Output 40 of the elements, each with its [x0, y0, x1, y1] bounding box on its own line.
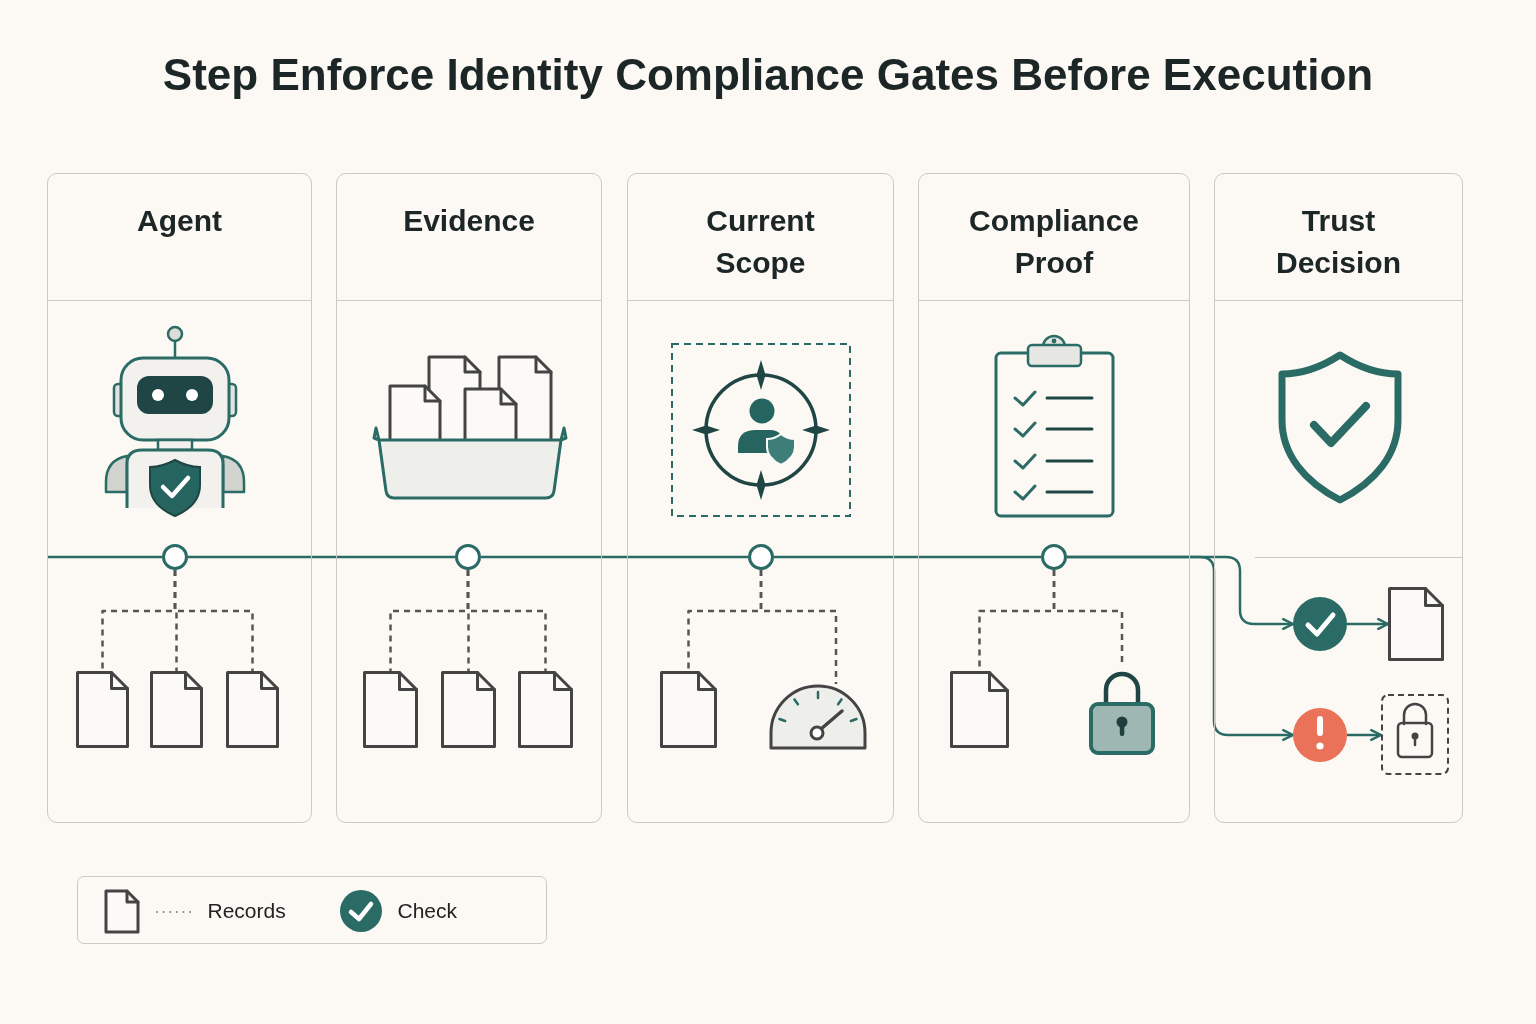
column-panel [336, 173, 602, 823]
exclamation-circle-icon [1292, 707, 1347, 762]
arrow [1347, 617, 1390, 631]
document-icon [440, 670, 496, 748]
connector-line [481, 555, 748, 559]
column-heading: Current Scope [706, 202, 815, 281]
column-panel [627, 173, 894, 823]
legend-label: Check [397, 897, 458, 924]
document-icon [149, 670, 203, 748]
connector-line [47, 555, 162, 559]
arrow [1347, 728, 1383, 742]
column-heading: Evidence [403, 202, 535, 239]
timeline-node-icon [747, 543, 774, 570]
timeline-node-icon [454, 543, 481, 570]
dashed-connector [466, 570, 547, 671]
document-icon [75, 670, 129, 748]
dashed-padlock-icon [1380, 693, 1449, 775]
column-panel [1214, 173, 1463, 823]
connector-line [774, 555, 1041, 559]
dashed-connector [173, 570, 254, 671]
document-icon [949, 670, 1009, 748]
arrow [1067, 555, 1295, 742]
timeline-node-icon [161, 543, 188, 570]
column-heading: Trust Decision [1276, 202, 1401, 281]
document-icon [659, 670, 717, 748]
column-panel [918, 173, 1190, 823]
column-heading: Compliance Proof [968, 202, 1139, 281]
timeline-node-icon [1040, 543, 1067, 570]
connector-line [188, 555, 455, 559]
legend-label: Records [207, 897, 286, 924]
document-icon [517, 670, 573, 748]
document-icon [362, 670, 418, 748]
column-heading: Agent [137, 202, 222, 239]
column-panel [47, 173, 312, 823]
dashed-connector [759, 570, 838, 684]
diagram-title: Step Enforce Identity Compliance Gates Before Execution [162, 50, 1374, 99]
document-icon [1387, 586, 1444, 661]
document-icon [225, 670, 279, 748]
gauge-icon [768, 683, 867, 750]
check-circle-icon [1292, 596, 1347, 651]
